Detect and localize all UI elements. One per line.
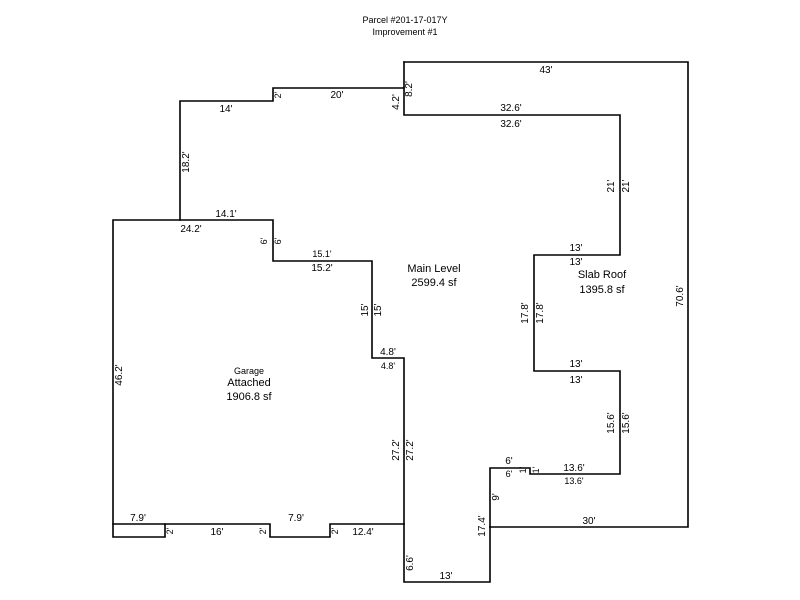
main-level-area: 2599.4 sf: [411, 277, 457, 289]
dim-30: 30': [582, 516, 595, 527]
dim-6-6: 6.6': [405, 555, 416, 571]
dim-14: 14': [219, 104, 232, 115]
dim-9: 9': [491, 493, 502, 501]
dim-15-1: 15.1': [312, 249, 332, 259]
dim-12-4: 12.4': [352, 527, 373, 538]
main-level-slab-boundary: [403, 87, 621, 528]
dim-17-8-b: 17.8': [535, 302, 546, 323]
dim-1-a: 1': [518, 466, 528, 473]
dim-70-6: 70.6': [675, 285, 686, 306]
dim-17-4: 17.4': [477, 515, 488, 536]
dim-13-e: 13': [439, 571, 452, 582]
dim-13-6-a: 13.6': [563, 463, 584, 474]
dim-13-6-b: 13.6': [564, 476, 584, 486]
dim-32-6-b: 32.6': [500, 119, 521, 130]
dim-21-a: 21': [606, 179, 617, 192]
garage-area: 1906.8 sf: [226, 391, 272, 403]
slab-roof-area: 1395.8 sf: [579, 284, 625, 296]
dim-2-top: 2': [273, 91, 283, 98]
main-level-label: Main Level: [407, 263, 460, 275]
dim-6-c: 6': [505, 456, 513, 467]
dim-6-d: 6': [506, 469, 513, 479]
dim-15-a: 15': [360, 303, 371, 316]
dim-15-2: 15.2': [311, 263, 332, 274]
dim-2-b: 2': [258, 527, 268, 534]
slab-roof-label: Slab Roof: [578, 269, 627, 281]
dim-46-2: 46.2': [114, 364, 125, 385]
dim-13-d: 13': [569, 375, 582, 386]
dim-13-a: 13': [569, 243, 582, 254]
dim-20: 20': [330, 90, 343, 101]
dim-7-9-b: 7.9': [288, 513, 304, 524]
dim-15-6-a: 15.6': [606, 412, 617, 433]
parcel-number: Parcel #201-17-017Y: [362, 15, 447, 25]
garage-label: Garage: [234, 366, 264, 376]
slab-roof-outline: [403, 61, 689, 528]
dim-14-1: 14.1': [215, 209, 236, 220]
dim-43: 43': [539, 65, 552, 76]
dim-6-a: 6': [259, 237, 269, 244]
dim-15-6-b: 15.6': [621, 412, 632, 433]
dim-2-c: 2': [330, 527, 340, 534]
dim-13-b: 13': [569, 257, 582, 268]
dim-17-8-a: 17.8': [520, 302, 531, 323]
improvement-label: Improvement #1: [372, 27, 437, 37]
dim-4-8-b: 4.8': [381, 361, 396, 371]
dim-8-2: 8.2': [404, 81, 415, 97]
garage-type-label: Attached: [227, 377, 270, 389]
dim-1-b: 1': [531, 466, 541, 473]
dim-27-2-b: 27.2': [405, 439, 416, 460]
dim-21-b: 21': [621, 179, 632, 192]
dim-24-2: 24.2': [180, 224, 201, 235]
dim-4-2: 4.2': [391, 94, 402, 110]
dim-15-b: 15': [373, 303, 384, 316]
dim-7-9-a: 7.9': [130, 513, 146, 524]
dim-18-2: 18.2': [181, 151, 192, 172]
garage-outline: [112, 219, 405, 538]
dim-6-b: 6': [273, 237, 283, 244]
main-level-upper-wing: [179, 61, 405, 221]
dim-4-8-a: 4.8': [380, 347, 396, 358]
main-level-bottom-wing: [403, 523, 491, 583]
dim-2-a: 2': [165, 527, 175, 534]
dim-13-c: 13': [569, 359, 582, 370]
dim-16: 16': [210, 527, 223, 538]
dim-27-2-a: 27.2': [391, 439, 402, 460]
dim-32-6-a: 32.6': [500, 103, 521, 114]
